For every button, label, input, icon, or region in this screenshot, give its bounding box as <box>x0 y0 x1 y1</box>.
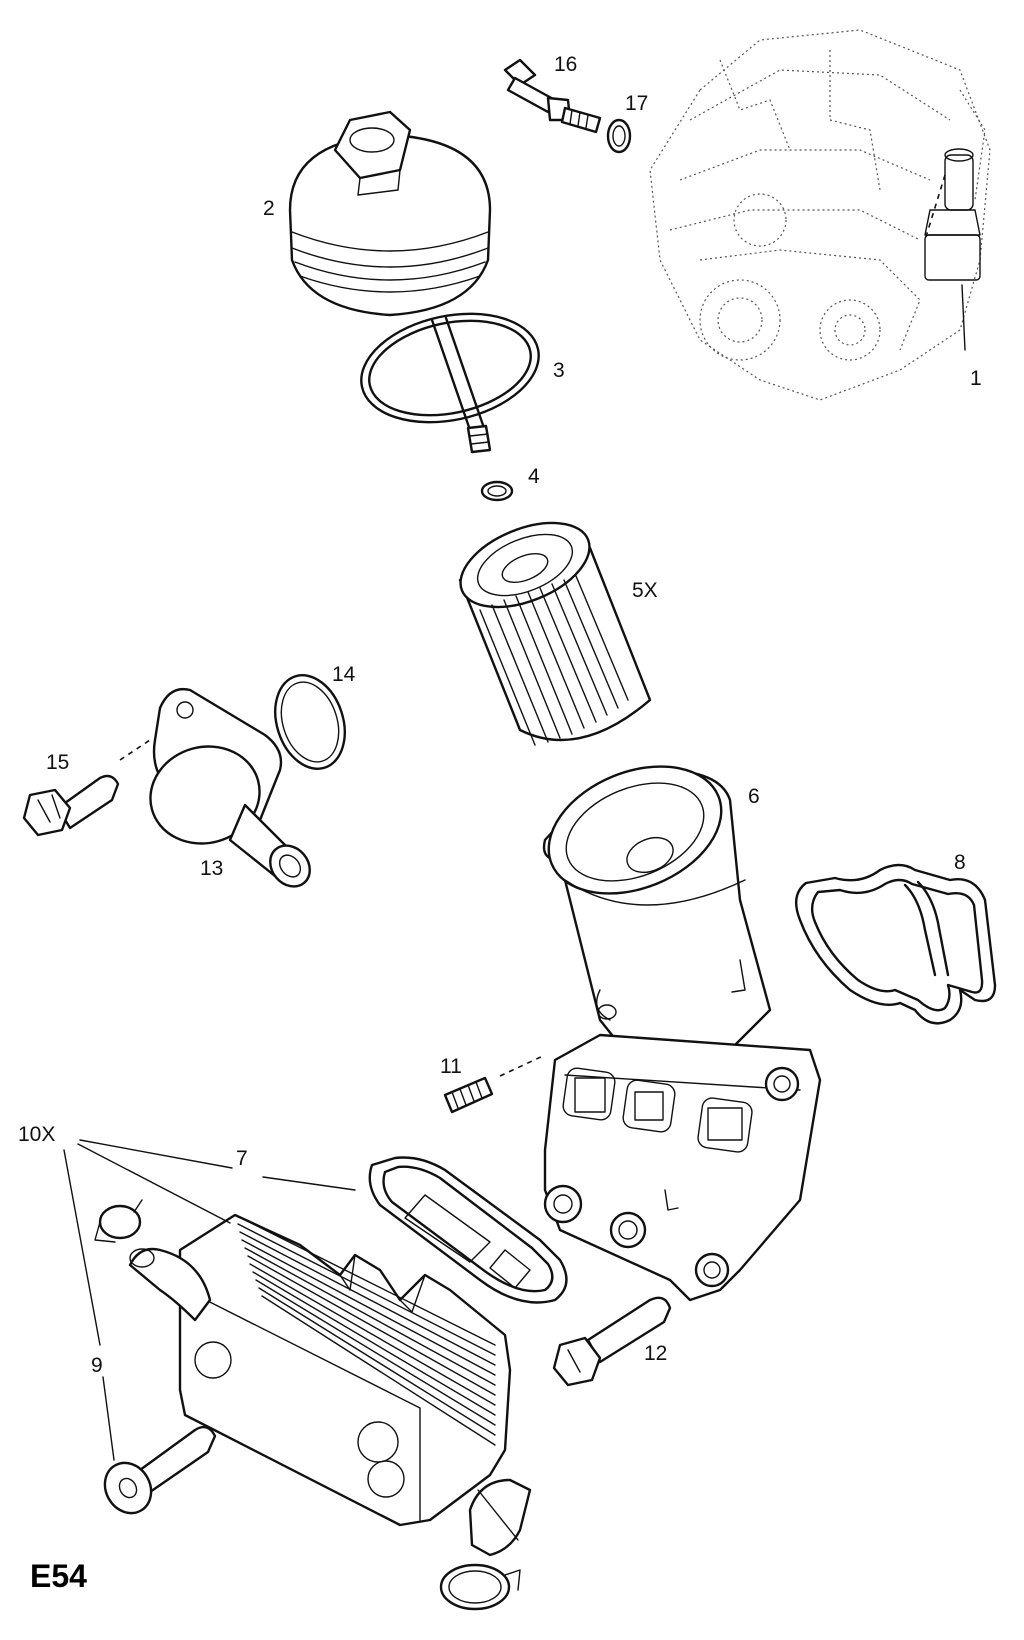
callout-9: 9 <box>91 1354 103 1377</box>
part-15-bolt <box>22 739 151 837</box>
part-8-gasket <box>794 863 997 1025</box>
callout-13: 13 <box>200 857 224 880</box>
part-9-bolt <box>103 1425 217 1515</box>
part-4-small-o-ring <box>480 480 514 502</box>
callout-5x: 5X <box>632 579 658 602</box>
part-7-gasket <box>368 1156 568 1304</box>
callout-4: 4 <box>528 465 540 488</box>
hose-clamp-upper <box>94 1199 143 1243</box>
part-3-large-o-ring <box>360 312 540 424</box>
hose-clamp-lower <box>439 1563 521 1611</box>
callout-16: 16 <box>554 53 578 76</box>
callout-10x: 10X <box>18 1123 56 1146</box>
callout-17: 17 <box>625 92 649 115</box>
callout-15: 15 <box>46 751 70 774</box>
callout-6: 6 <box>748 785 760 808</box>
callout-1: 1 <box>970 367 982 390</box>
diagram-code: E54 <box>30 1558 87 1594</box>
part-10x-oil-cooler <box>128 1213 532 1557</box>
callout-3: 3 <box>553 359 565 382</box>
leader-lines <box>63 1139 356 1461</box>
part-16-oil-pressure-switch <box>503 58 602 134</box>
callout-12: 12 <box>644 1342 668 1365</box>
part-6-filter-housing <box>542 765 822 1302</box>
callout-8: 8 <box>954 851 966 874</box>
callout-14: 14 <box>332 663 356 686</box>
part-14-o-ring <box>274 674 346 770</box>
callout-11: 11 <box>440 1055 462 1078</box>
part-12-bolt <box>552 1296 672 1387</box>
callout-7: 7 <box>236 1147 248 1170</box>
part-17-sealing-washer <box>606 118 632 154</box>
part-2-filter-cap <box>288 110 492 454</box>
part-5x-filter-element <box>458 521 652 746</box>
part-13-coolant-flange <box>149 687 311 888</box>
callout-2: 2 <box>263 197 275 220</box>
part-11-stud <box>443 1054 546 1114</box>
engine-overview-illustration <box>649 29 991 401</box>
